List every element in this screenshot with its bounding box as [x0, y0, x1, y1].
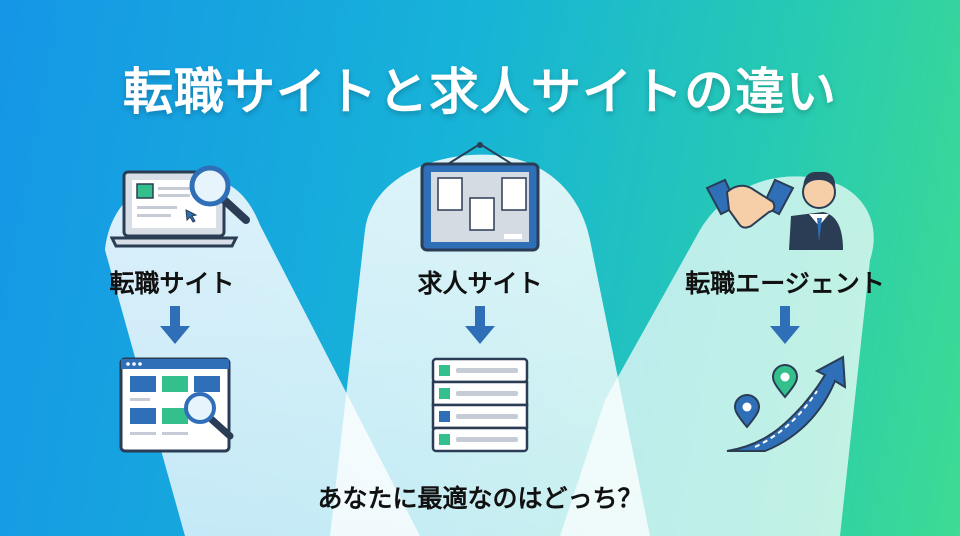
career-path-map-icon [726, 355, 847, 452]
job-list-icon [431, 357, 529, 453]
bulletin-board-icon [420, 142, 540, 252]
column-label-recruitment-agent: 転職エージェント [685, 269, 885, 298]
arrow-down-icon [465, 306, 495, 344]
arrow-down-icon [770, 306, 800, 344]
spotlight-center [330, 154, 650, 536]
job-grid-search-icon [119, 357, 234, 453]
column-label-job-change-site: 転職サイト [109, 269, 235, 298]
arrow-down-icon [160, 306, 190, 344]
spotlight-right [560, 176, 874, 536]
handshake-advisor-icon [705, 171, 843, 250]
page-title: 転職サイトと求人サイトの違い [123, 63, 837, 121]
closing-question: あなたに最適なのはどっち？ [317, 484, 643, 513]
column-label-job-posting-site: 求人サイト [417, 269, 543, 298]
laptop-search-icon [110, 165, 250, 248]
